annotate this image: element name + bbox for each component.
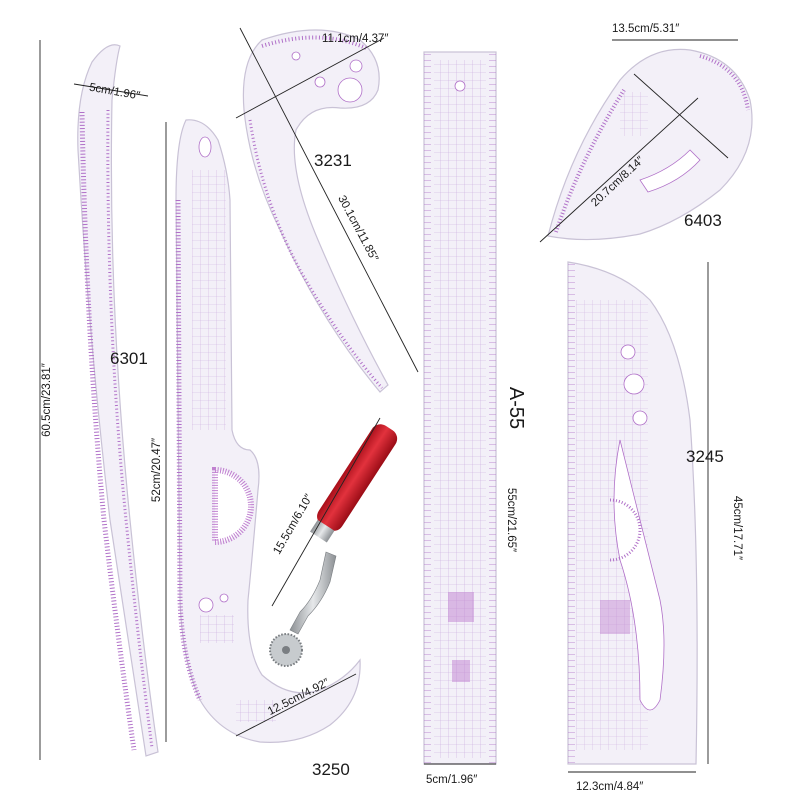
ruler-3250	[165, 119, 361, 743]
label-6301-length: 60.5cm/23.81″	[41, 363, 53, 437]
label-3245-model: 3245	[686, 447, 724, 466]
tracing-wheel	[269, 417, 398, 667]
label-a55-length: 55cm/21.65″	[505, 488, 517, 552]
label-3231-model: 3231	[314, 151, 352, 170]
ruler-a55	[423, 51, 497, 765]
label-3245-width: 12.3cm/4.84″	[576, 781, 643, 793]
label-3231-length: 30.1cm/11.85″	[335, 194, 380, 264]
label-6301-model: 6301	[110, 349, 148, 368]
label-3231-width: 11.1cm/4.37″	[322, 33, 389, 45]
ruler-6301	[39, 40, 159, 760]
label-3245-length: 45cm/17.71″	[731, 496, 743, 560]
label-6403-model: 6403	[684, 211, 722, 230]
ruler-3245	[567, 261, 709, 773]
label-tracing-wheel-length: 15.5cm/6.10″	[271, 492, 315, 556]
ruler-3231	[235, 27, 419, 393]
label-a55-width: 5cm/1.96″	[426, 774, 477, 786]
label-3250-model: 3250	[312, 760, 350, 779]
label-3250-length: 52cm/20.47″	[151, 438, 163, 502]
label-6403-width: 13.5cm/5.31″	[612, 23, 679, 35]
label-a55-model: A-55	[505, 387, 527, 429]
ruler-6403	[539, 39, 753, 243]
